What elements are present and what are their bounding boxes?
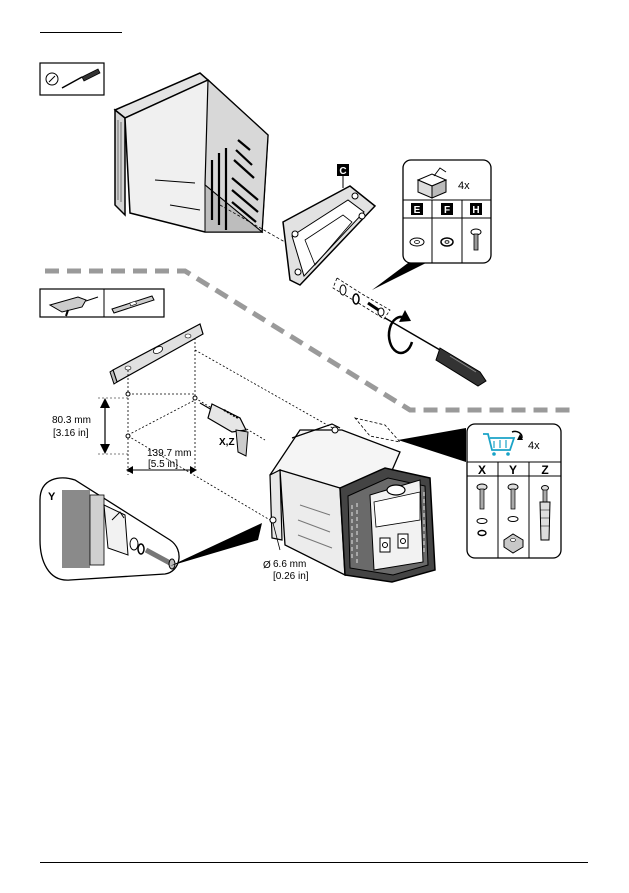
part-label-e: E xyxy=(414,205,421,216)
purchase-pointer xyxy=(398,428,466,462)
tool-box-screwdriver xyxy=(39,62,105,96)
screw-y-icon xyxy=(503,483,524,554)
controller-front-view xyxy=(269,423,436,583)
flat-washer-icon xyxy=(409,237,425,247)
drill-icon xyxy=(48,296,99,317)
drill-hole-marker xyxy=(125,391,131,397)
part-label-z: Z xyxy=(541,463,548,477)
svg-text:139.7 mm: 139.7 mm xyxy=(147,448,191,459)
vertical-dimension: 80.3 mm [3.16 in] xyxy=(52,397,130,455)
screwdriver-tightening xyxy=(384,310,487,387)
screw-icon xyxy=(470,228,482,251)
purchase-quantity: 4x xyxy=(528,440,540,452)
parts-kit-pointer xyxy=(372,263,426,290)
purchase-hardware-box: 4x X Y Z xyxy=(466,423,562,559)
mounting-bracket xyxy=(282,185,377,286)
lock-washer-icon xyxy=(440,237,454,247)
step-divider-line xyxy=(45,268,570,413)
shopping-cart-icon xyxy=(483,430,523,456)
header-rule xyxy=(40,32,122,33)
svg-text:Y: Y xyxy=(48,491,56,503)
svg-text:X,Z: X,Z xyxy=(219,437,235,448)
svg-text:[3.16 in]: [3.16 in] xyxy=(53,428,89,439)
parts-kit-quantity: 4x xyxy=(458,180,470,192)
detail-pointer xyxy=(170,523,262,566)
callout-c: C xyxy=(337,164,349,188)
clockwise-rotation-icon xyxy=(387,310,414,355)
svg-text:C: C xyxy=(339,166,346,177)
tool-box-drill-level xyxy=(39,288,165,318)
hole-diameter-dimension: Ø 6.6 mm [0.26 in] xyxy=(263,522,309,582)
screwdriver-icon xyxy=(45,68,101,89)
part-label-f: F xyxy=(444,205,450,216)
drill-hole-marker xyxy=(125,433,131,439)
wall-spirit-level xyxy=(109,323,204,385)
controller-rear-view xyxy=(113,72,269,234)
reference-outline xyxy=(353,417,402,443)
svg-text:[0.26 in]: [0.26 in] xyxy=(273,571,309,582)
part-label-x: X xyxy=(478,463,486,477)
svg-text:6.6 mm: 6.6 mm xyxy=(273,559,306,570)
anchor-z-icon xyxy=(539,485,551,541)
svg-text:[5.5 in]: [5.5 in] xyxy=(148,459,178,470)
open-box-icon xyxy=(416,167,448,199)
power-drill: X,Z xyxy=(199,402,249,457)
spirit-level-icon xyxy=(111,295,155,314)
drill-hole-marker xyxy=(192,395,198,401)
detail-view-y: Y xyxy=(39,477,180,581)
screw-x-icon xyxy=(476,483,488,537)
part-label-y: Y xyxy=(509,463,517,477)
svg-text:Ø: Ø xyxy=(263,560,271,571)
svg-text:80.3 mm: 80.3 mm xyxy=(52,415,91,426)
part-label-h: H xyxy=(472,205,479,216)
parts-kit-box: 4x E F H xyxy=(402,159,492,264)
horizontal-dimension: 139.7 mm [5.5 in] xyxy=(126,448,197,474)
footer-rule xyxy=(40,862,588,863)
exploded-hardware xyxy=(332,277,391,320)
